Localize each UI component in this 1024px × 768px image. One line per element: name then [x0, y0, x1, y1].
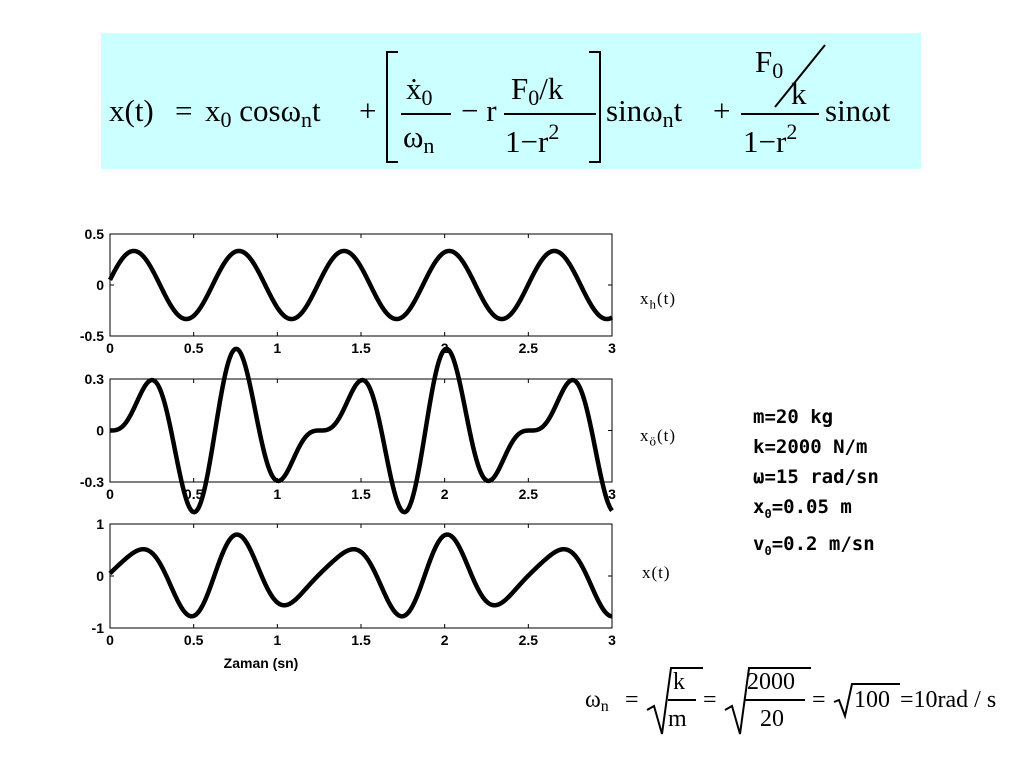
formula-sin-omega-t: sinωt — [825, 93, 891, 128]
nf-frac-bar — [745, 699, 805, 701]
formula-lhs: x(t) — [109, 93, 154, 128]
x-tick-label: 0 — [106, 340, 114, 356]
frac3-F0: F0 — [755, 44, 784, 83]
nf-sqrt-3 — [833, 683, 900, 720]
frac3-bar — [741, 113, 819, 115]
frac3-k: k — [791, 76, 807, 111]
x-tick-label: 0 — [106, 486, 114, 502]
nf-sqrt-1 — [646, 667, 703, 735]
series-line-3 — [108, 532, 614, 619]
frac2-numerator: F0/k — [511, 71, 564, 110]
x-axis-label: Zaman (sn) — [224, 655, 299, 671]
nf-km-bar — [668, 699, 696, 701]
label-xh: xh(t) — [640, 289, 677, 312]
y-tick-label: 0 — [96, 568, 104, 584]
param-stiffness: k=2000 N/m — [753, 436, 868, 458]
x-tick-label: 0.5 — [184, 340, 204, 356]
formula-plus-2: + — [713, 93, 731, 128]
x-tick-label: 3 — [608, 340, 616, 356]
param-v0: v0=0.2 m/sn — [753, 532, 875, 558]
frac1-denominator: ωn — [403, 119, 435, 158]
x-tick-label: 1 — [273, 632, 281, 648]
x-tick-label: 2.5 — [519, 340, 539, 356]
system-parameters: m=20 kg k=2000 N/m ω=15 rad/sn x0=0.05 m… — [753, 402, 879, 566]
x-tick-label: 1.5 — [351, 340, 371, 356]
param-mass: m=20 kg — [753, 406, 834, 428]
nf-eq-3: = — [812, 687, 826, 713]
x-tick-label: 2 — [441, 632, 449, 648]
y-tick-label: 0.5 — [85, 226, 105, 242]
label-xo: xö(t) — [640, 426, 677, 449]
nf-result: =10rad / s — [900, 687, 997, 713]
x-tick-label: 3 — [608, 486, 616, 502]
x-tick-label: 3 — [608, 632, 616, 648]
y-tick-label: -1 — [92, 620, 105, 636]
formula-x0-cos-term: x0 cosωnt — [205, 93, 321, 132]
y-tick-label: -0.5 — [80, 328, 104, 344]
formula-equals: = — [175, 93, 193, 128]
frac2-bar — [504, 113, 596, 115]
formula-minus-r: − r — [461, 93, 497, 128]
frac1-bar — [401, 113, 451, 115]
y-tick-label: 0.3 — [85, 371, 105, 387]
x-tick-label: 0.5 — [184, 486, 204, 502]
param-omega: ω=15 rad/sn — [753, 466, 879, 488]
left-bracket — [386, 51, 398, 163]
y-tick-label: 0 — [96, 423, 104, 439]
x-tick-label: 2.5 — [519, 486, 539, 502]
label-x: x(t) — [642, 563, 671, 582]
y-tick-label: -0.3 — [80, 474, 104, 490]
x-tick-label: 0 — [106, 632, 114, 648]
nf-2000: 2000 — [747, 669, 795, 695]
x-tick-label: 1 — [273, 486, 281, 502]
nf-m: m — [668, 706, 687, 732]
formula-sin-omega-n-t: sinωnt — [606, 93, 683, 132]
x-tick-label: 0.5 — [184, 632, 204, 648]
nf-eq-2: = — [703, 687, 717, 713]
nf-omega-n: ωn — [585, 687, 609, 715]
formula-plus-1: + — [359, 93, 377, 128]
series-line-1 — [107, 248, 614, 322]
y-tick-label: 1 — [96, 516, 104, 532]
nf-20: 20 — [760, 706, 784, 732]
response-formula: x(t) = x0 cosωnt + ẋ0 ωn − r F0/k 1−r2 s… — [101, 33, 921, 169]
y-tick-label: 0 — [96, 277, 104, 293]
nf-eq-1: = — [625, 687, 639, 713]
right-bracket — [589, 51, 601, 163]
x-tick-label: 1.5 — [351, 486, 371, 502]
param-x0: x0=0.05 m — [753, 496, 852, 521]
nf-100: 100 — [854, 687, 890, 713]
x-tick-label: 1 — [273, 340, 281, 356]
frac3-slash — [774, 44, 826, 108]
x-tick-label: 2.5 — [519, 632, 539, 648]
frac1-numerator: ẋ0 — [406, 71, 433, 110]
series-line-2 — [108, 346, 614, 515]
nf-sqrt-2 — [724, 667, 811, 735]
frac3-denominator: 1−r2 — [743, 119, 798, 159]
frac2-denominator: 1−r2 — [505, 119, 560, 159]
x-tick-label: 2 — [441, 486, 449, 502]
x-tick-label: 1.5 — [351, 632, 371, 648]
nf-k: k — [673, 669, 685, 695]
